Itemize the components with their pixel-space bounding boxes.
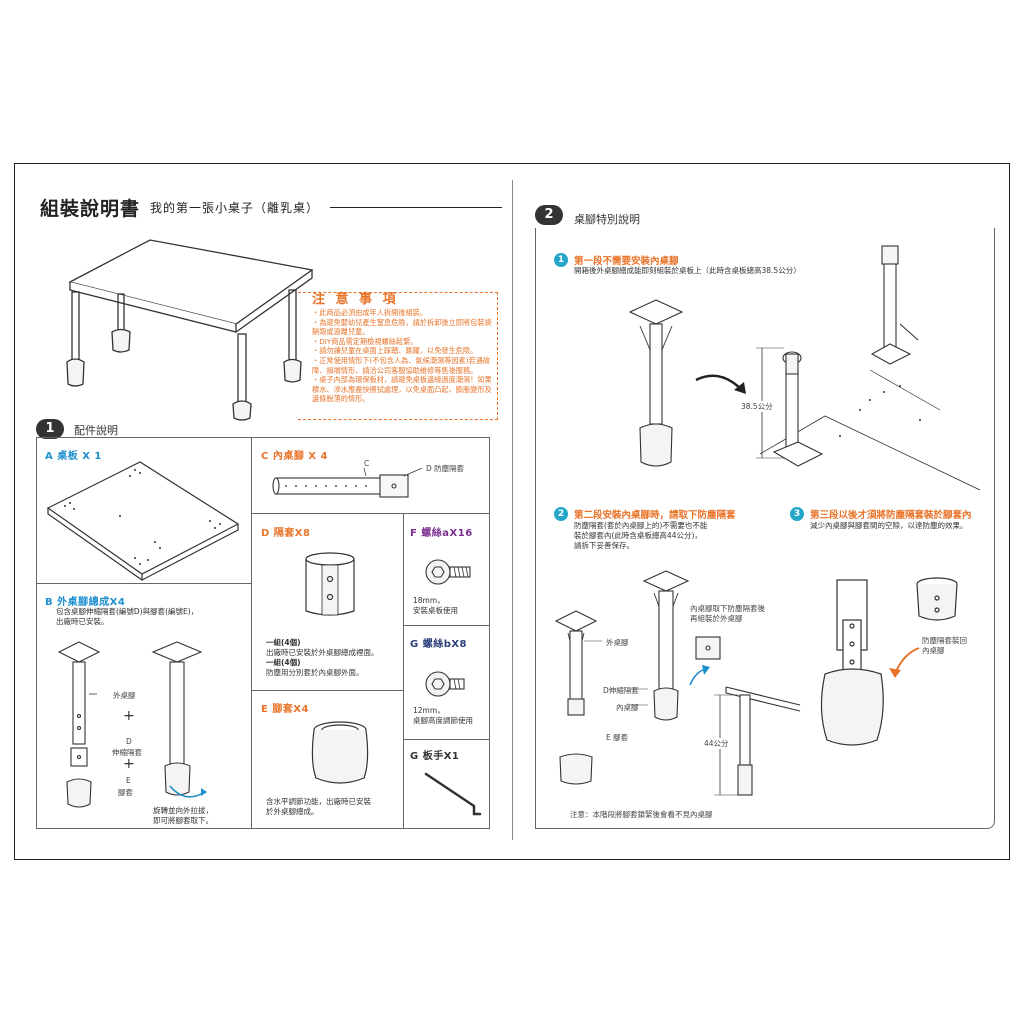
step1-number: 1 xyxy=(554,253,568,267)
part-g1-heading: G 螺絲bX8 xyxy=(410,639,468,650)
section2-badge: 2 xyxy=(535,205,563,225)
part-d-text-1: 一組(4個) xyxy=(266,638,301,647)
page-subtitle: 我的第一張小桌子（離乳桌） xyxy=(150,201,320,215)
part-e-text-1: 含水平調節功能，出廠時已安裝 xyxy=(266,797,371,806)
grid-line xyxy=(36,583,251,584)
title-rule xyxy=(330,207,502,208)
sleeve-illustration xyxy=(305,552,355,616)
step2-note: 注意：本階段將腳套鎖緊後會看不見內桌腳 xyxy=(570,810,713,819)
step2-text-1: 防塵隔套(套於內桌腳上的)不需要也不能 xyxy=(574,521,708,530)
part-b-label-e-code: E xyxy=(126,776,131,785)
step3-callout-1: 防塵隔套裝回 xyxy=(922,636,967,645)
part-b-label-d-code: D xyxy=(126,737,132,746)
part-b-desc-1: 包含桌腳伸縮隔套(編號D)與腳套(編號E)， xyxy=(56,607,199,616)
step1-height-label: 38.5公分 xyxy=(741,401,773,412)
page-title: 組裝說明書 xyxy=(40,198,141,220)
foot-cap-illustration xyxy=(311,721,369,784)
step1-illustration xyxy=(628,245,980,491)
part-b-label-e: 腳套 xyxy=(118,788,133,797)
step2-label-d: D伸縮隔套 xyxy=(603,686,639,695)
notice-box xyxy=(298,292,498,420)
section1-number: 1 xyxy=(36,419,64,439)
outer-leg-assembly-illustration xyxy=(57,641,207,808)
notice-item: ・請勿讓兒童在桌面上踩踏、跳躍，以免發生危險。 xyxy=(312,346,478,356)
step3-title: 第三段以後才須將防塵隔套裝於腳套內 xyxy=(810,510,972,521)
part-g1-text-1: 12mm， xyxy=(413,706,445,715)
part-c-letter: C xyxy=(364,459,370,468)
part-e-text-2: 於外桌腳總成。 xyxy=(266,807,319,816)
part-g1-text-2: 桌腳高度調節使用 xyxy=(413,716,473,725)
tabletop-board-illustration xyxy=(46,461,240,581)
notice-item: ・桌子內部為環保板材，請避免桌板邊緣過度潮濕！如果積水、滲水應盡快擦拭處理，以免… xyxy=(312,375,492,404)
part-b-note-1: 旋轉並向外拉拔， xyxy=(153,806,213,815)
part-b-label-outer: 外桌腳 xyxy=(113,691,136,700)
center-divider xyxy=(512,180,513,840)
part-b-label-d: 伸縮隔套 xyxy=(112,748,142,757)
part-f-text-1: 18mm， xyxy=(413,596,445,605)
step2-label-outer: 外桌腳 xyxy=(606,638,629,647)
notice-item: ・為避免嬰幼兒產生窒息危險，請於拆卸後立即將包裝袋銷毀或遠離兒童。 xyxy=(312,317,492,337)
section1-label: 配件說明 xyxy=(74,424,118,437)
step2-text-2: 裝於腳套內(此時含桌板總高44公分)， xyxy=(574,531,702,540)
page-frame xyxy=(14,163,1010,860)
part-d-text-2: 出廠時已安裝於外桌腳總成裡面。 xyxy=(266,648,379,657)
step2-text-3: 請拆下妥善保存。 xyxy=(574,541,634,550)
step3-callout-2: 內桌腳 xyxy=(922,646,945,655)
part-b-desc-2: 出廠時已安裝。 xyxy=(56,617,109,626)
notice-title: 注 意 事 項 xyxy=(312,292,399,307)
step3-number: 3 xyxy=(790,507,804,521)
wrench-icon xyxy=(424,772,482,816)
notice-item: ・此商品必須由成年人拆開後組裝。 xyxy=(312,308,428,317)
grid-line xyxy=(251,690,403,691)
notice-item: ・正常使用情形下(不包含人為、氣候潮濕等因素)若遇故障、損壞情形，請洽公司客服協… xyxy=(312,355,491,375)
part-f-text-2: 安裝桌板使用 xyxy=(413,606,458,615)
notice-list: ・此商品必須由成年人拆開後組裝。 ・為避免嬰幼兒產生窒息危險，請於拆卸後立即將包… xyxy=(312,308,496,404)
part-f-heading: F 螺絲aX16 xyxy=(410,528,473,539)
part-g2-heading: G 板手X1 xyxy=(410,751,460,762)
step2-title: 第二段安裝內桌腳時，請取下防塵隔套 xyxy=(574,510,736,521)
step2-label-e: E 腳套 xyxy=(606,733,629,742)
step2-callout-1: 內桌腳取下防塵隔套後 xyxy=(690,604,765,613)
table-illustration xyxy=(66,239,314,421)
step2-illustration xyxy=(554,570,801,796)
step2-label-inner: 內桌腳 xyxy=(616,703,639,712)
grid-line xyxy=(403,625,490,626)
notice-item: ・DIY商品需定期檢視螺絲鬆緊。 xyxy=(312,336,418,346)
inner-leg-illustration xyxy=(272,468,423,498)
section1-badge: 1 xyxy=(36,419,64,439)
part-a-heading: A 桌板 X 1 xyxy=(45,451,102,462)
grid-line xyxy=(403,739,490,740)
grid-line xyxy=(251,437,252,829)
part-d-heading: D 隔套X8 xyxy=(261,528,311,539)
grid-line xyxy=(251,513,490,514)
screw-b-icon xyxy=(425,671,465,697)
step1-title: 第一段不需要安裝內桌腳 xyxy=(574,256,679,267)
part-b-heading: B 外桌腳總成X4 xyxy=(45,597,126,608)
parts-grid xyxy=(36,437,490,829)
part-c-label-d: D 防塵隔套 xyxy=(426,464,465,473)
step3-text: 減少內桌腳與腳套間的空隙，以達防塵的效果。 xyxy=(810,521,968,530)
part-e-heading: E 腳套X4 xyxy=(261,704,309,715)
part-b-plus-1: + xyxy=(123,708,135,724)
section2-label: 桌腳特別說明 xyxy=(574,213,640,226)
part-d-text-3: 一組(4個) xyxy=(266,658,301,667)
step2-number: 2 xyxy=(554,507,568,521)
part-b-plus-2: + xyxy=(123,756,135,772)
step3-illustration xyxy=(820,577,958,746)
step1-text: 開箱後外桌腳總成能即刻組裝於桌板上（此時含桌板總高38.5公分） xyxy=(574,266,801,275)
part-d-text-4: 防塵用分別套於內桌腳外面。 xyxy=(266,668,364,677)
screw-a-icon xyxy=(425,559,471,585)
section2-frame xyxy=(535,228,995,829)
step2-callout-2: 再組裝於外桌腳 xyxy=(690,614,743,623)
section2-number: 2 xyxy=(535,205,563,225)
part-b-note-2: 即可將腳套取下。 xyxy=(153,816,213,825)
grid-line xyxy=(403,513,404,829)
step2-height-label: 44公分 xyxy=(704,738,729,749)
part-c-heading: C 內桌腳 X 4 xyxy=(261,451,328,462)
